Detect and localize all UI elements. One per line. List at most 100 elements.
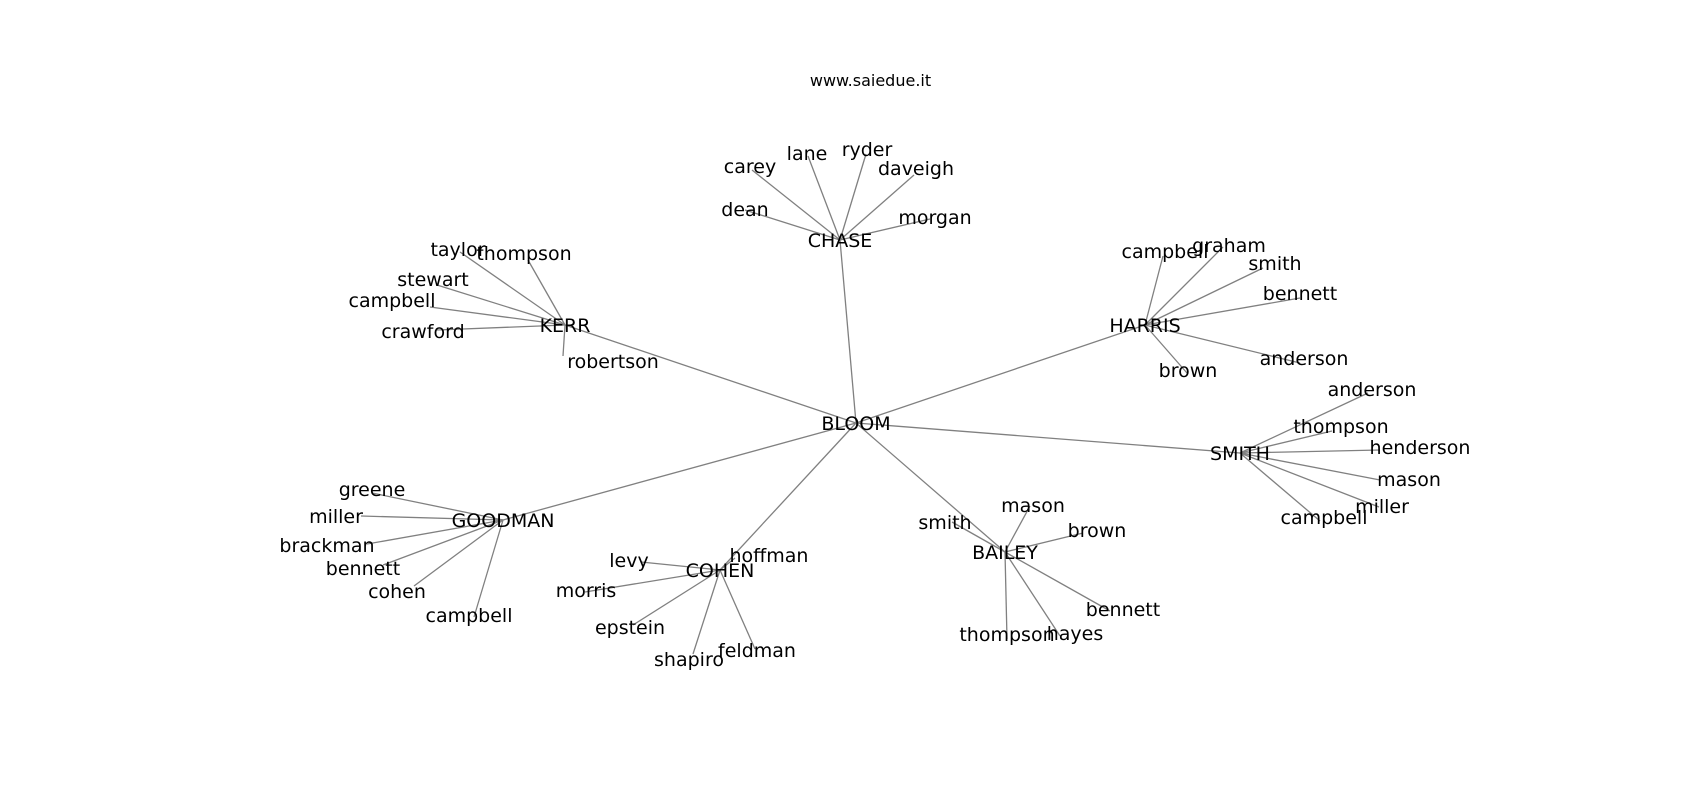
edge-root-smith [855,422,1241,454]
leaf-node-label: campbell [426,605,513,627]
leaf-node-label: bennett [1086,599,1160,621]
leaf-node-label: smith [918,512,971,534]
leaf-node-label: campbell [1122,241,1209,263]
leaf-node-label: taylor [430,239,485,261]
edge-cohen-morris [584,569,721,593]
leaf-node-label: brackman [279,535,374,557]
edge-kerr-campbell [429,306,566,326]
leaf-node-label: robertson [567,351,659,373]
leaf-node-label: lane [787,143,828,165]
edge-bailey-hayes [1004,551,1061,637]
leaf-node-label: feldman [718,640,796,662]
hub-node-label: KERR [540,315,591,337]
edge-chase-ryder [839,153,867,241]
edge-chase-morgan [839,218,931,241]
edge-smith-miller [1239,452,1380,508]
leaf-node-label: smith [1248,253,1301,275]
edge-root-bailey [855,422,1006,553]
edge-goodman-greene [371,492,504,521]
leaf-node-label: levy [609,550,648,572]
edge-bailey-mason [1004,505,1031,553]
diagram-title: www.saiedue.it [809,71,932,90]
edge-kerr-stewart [436,284,566,326]
leaf-node-label: miller [1355,496,1409,518]
edge-bailey-smith [951,521,1006,553]
hub-node-label: COHEN [686,560,755,582]
edge-smith-henderson [1239,449,1381,454]
edge-cohen-levy [640,561,721,571]
leaf-node-label: shapiro [654,649,724,671]
leaf-node-label: cohen [368,581,426,603]
root-node-label: BLOOM [821,413,890,435]
edge-cohen-hoffman [719,557,736,571]
leaf-node-label: thompson [476,243,571,265]
edge-chase-dean [744,209,841,241]
edge-harris-smith [1144,267,1264,326]
leaf-node-label: miller [309,506,363,528]
edge-root-kerr [564,324,857,424]
edge-chase-carey [751,169,841,241]
edge-harris-brown [1144,324,1188,374]
leaf-node-label: anderson [1260,348,1349,370]
edge-smith-anderson [1239,392,1369,454]
edge-goodman-miller [360,515,504,521]
edge-bailey-bennett [1004,551,1111,612]
edge-root-chase [839,239,857,424]
leaf-node-label: epstein [595,617,665,639]
edge-harris-graham [1144,246,1224,326]
edge-chase-daveigh [839,174,915,241]
leaf-node-label: thompson [959,624,1054,646]
leaf-node-label: anderson [1328,379,1417,401]
leaf-node-label: daveigh [878,158,954,180]
edge-kerr-thompson [527,259,566,326]
edge-cohen-epstein [632,569,721,626]
leaf-node-label: hoffman [730,545,809,567]
leaf-node-label: bennett [326,558,400,580]
leaf-node-label: brown [1068,520,1127,542]
hub-node-label: GOODMAN [452,510,555,532]
edge-smith-campbell [1239,452,1321,522]
hub-node-label: BAILEY [972,542,1038,564]
leaf-node-label: brown [1159,360,1218,382]
edge-bailey-brown [1004,532,1084,553]
leaf-node-label: henderson [1370,437,1471,459]
edge-goodman-brackman [366,519,504,545]
leaf-node-label: campbell [1281,507,1368,529]
leaf-node-label: dean [721,199,768,221]
edge-chase-lane [807,155,841,241]
edge-goodman-cohen [413,519,504,587]
leaf-node-label: stewart [397,269,468,291]
edge-bailey-thompson [1004,551,1008,640]
leaf-node-label: mason [1377,469,1441,491]
edge-kerr-taylor [459,251,566,326]
leaf-node-label: crawford [381,321,464,343]
edge-kerr-crawford [436,324,566,331]
edge-smith-thompson [1239,430,1333,454]
leaf-node-label: graham [1192,235,1266,257]
leaf-node-label: morris [556,580,617,602]
edge-goodman-campbell [473,519,504,618]
edge-root-harris [855,324,1146,424]
leaf-node-label: thompson [1293,416,1388,438]
edge-harris-bennett [1144,297,1301,326]
leaf-node-label: mason [1001,495,1065,517]
leaf-node-label: greene [339,479,406,501]
edge-harris-campbell [1144,255,1164,326]
edge-harris-anderson [1144,324,1301,364]
edge-cohen-shapiro [692,569,721,655]
edge-root-goodman [502,422,857,521]
leaf-node-label: carey [724,156,776,178]
edge-cohen-feldman [719,569,756,650]
leaf-node-label: hayes [1047,623,1104,645]
leaf-node-label: ryder [842,139,893,161]
hub-node-label: SMITH [1210,443,1270,465]
edge-root-cohen [719,422,857,571]
edge-smith-mason [1239,452,1381,481]
leaf-node-label: campbell [349,290,436,312]
hub-node-label: HARRIS [1109,315,1180,337]
edge-goodman-bennett [382,519,504,566]
leaf-node-label: morgan [898,207,971,229]
edge-layer [360,153,1381,655]
